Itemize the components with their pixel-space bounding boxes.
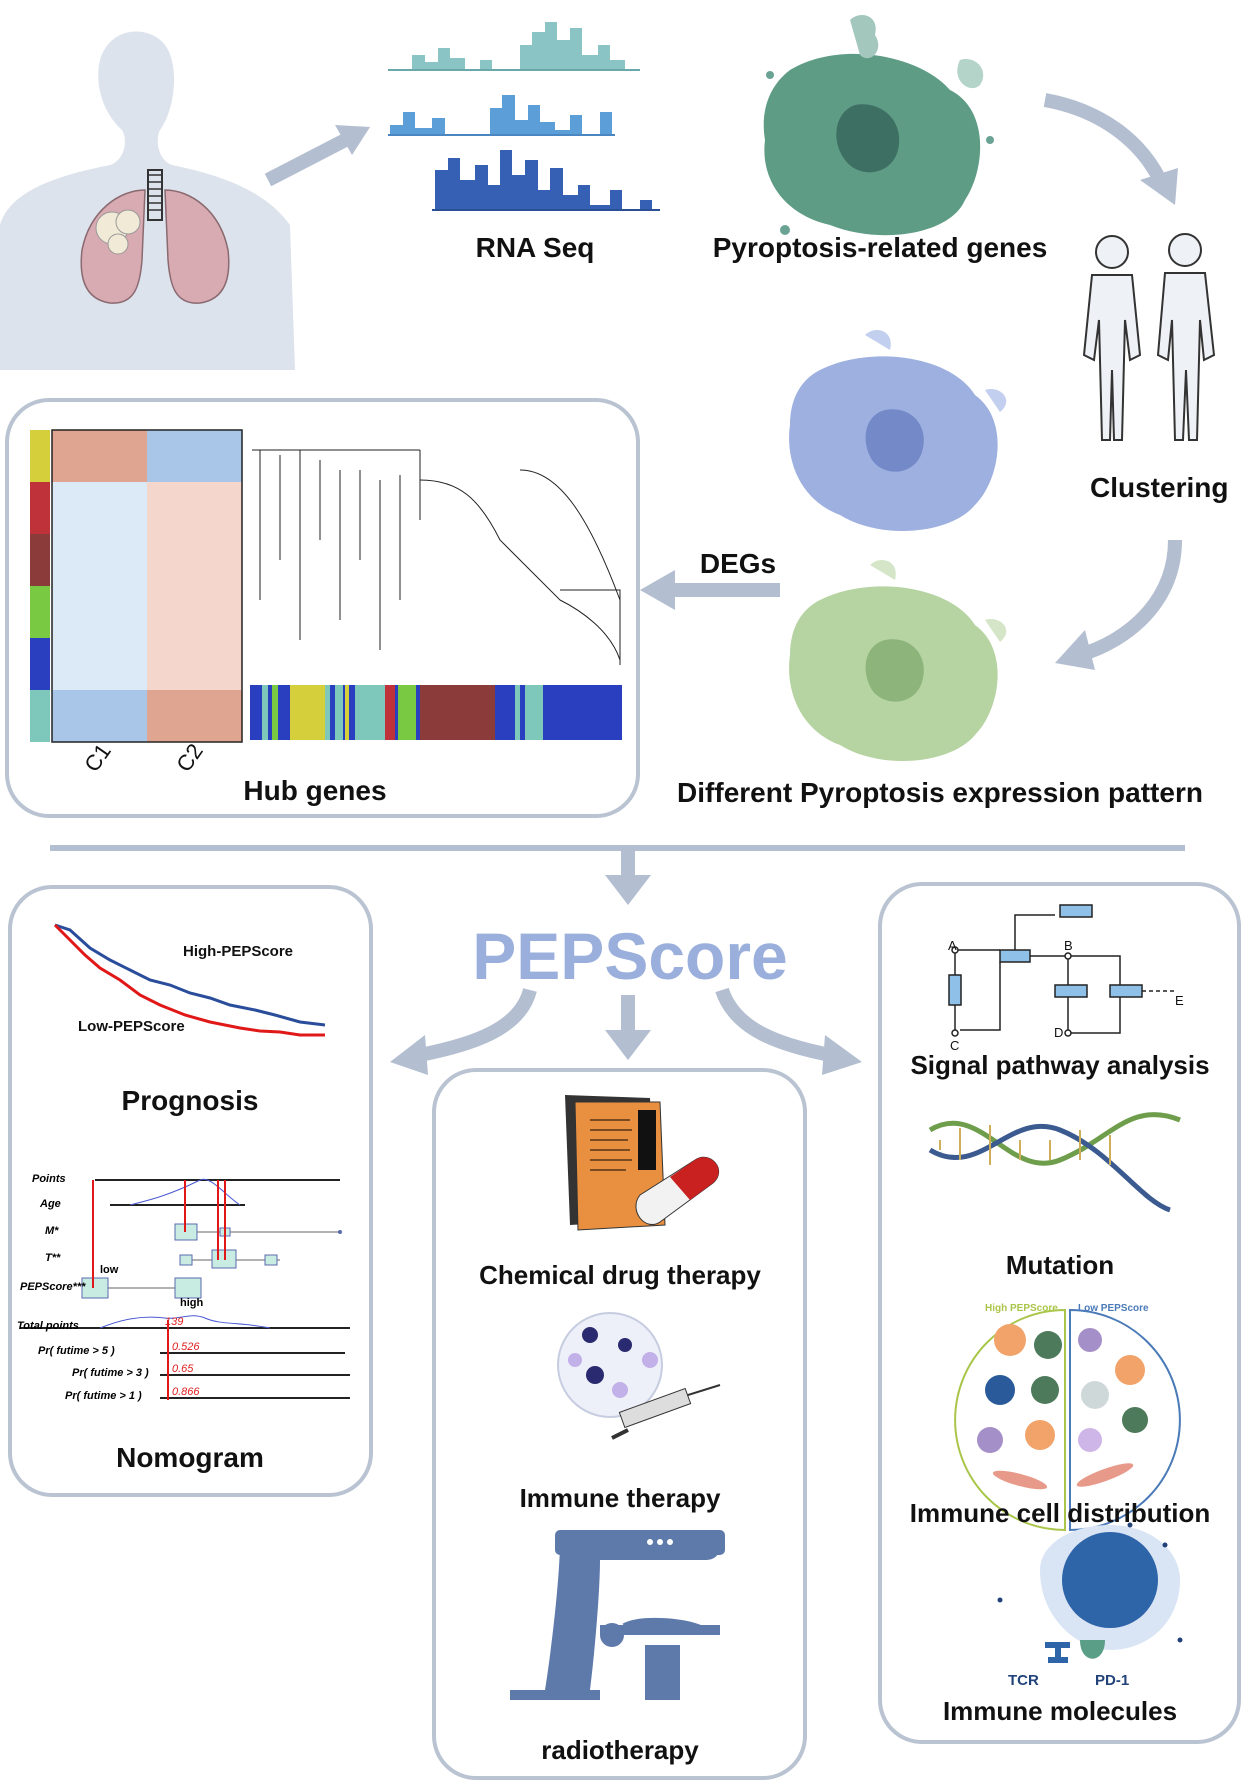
immune-molecule-icon: [997, 1522, 1183, 1663]
nomogram: [20, 1178, 350, 1400]
node-e: E: [1175, 993, 1184, 1008]
therapy-panel: [432, 1068, 807, 1780]
nomogram-row-p3: Pr( futime > 3 ): [72, 1367, 149, 1379]
clustering-label: Clustering: [1090, 472, 1229, 503]
pyroptotic-cell-lightgreen: [789, 560, 1007, 762]
hub-genes-label: Hub genes: [243, 775, 387, 806]
analysis-panel: [878, 882, 1241, 1744]
dna-helix-icon: [928, 1112, 1181, 1213]
nomogram-row-total: Total points: [17, 1320, 79, 1332]
node-b: B: [1064, 938, 1073, 953]
nomogram-p3-value: 0.65: [172, 1363, 194, 1375]
mutation-label: Mutation: [1005, 1250, 1115, 1280]
high-pepscore-tag: High PEPScore: [985, 1303, 1058, 1314]
immune-molecules-label: Immune molecules: [942, 1696, 1178, 1726]
patient-silhouette: [0, 31, 295, 371]
module-color-bar: [250, 685, 622, 740]
nomogram-low-tag: low: [100, 1264, 119, 1276]
tcr-label: TCR: [1008, 1672, 1039, 1689]
degs-label: DEGs: [699, 548, 777, 579]
chemical-drug-label: Chemical drug therapy: [479, 1260, 761, 1290]
nomogram-high-tag: high: [180, 1297, 204, 1309]
hub-genes-panel: [5, 398, 640, 818]
nomogram-row-points: Points: [32, 1173, 66, 1185]
pepscore-title: PEPScore: [472, 919, 788, 993]
immune-therapy-label: Immune therapy: [519, 1483, 721, 1513]
nomogram-row-p5: Pr( futime > 5 ): [38, 1345, 115, 1357]
pyroptotic-cell-blue: [789, 330, 1007, 532]
radiotherapy-machine-icon: [510, 1530, 725, 1700]
pyroptotic-cell-green: [763, 15, 994, 236]
people-icon: [1082, 233, 1216, 441]
nomogram-row-age: Age: [40, 1198, 61, 1210]
low-pepscore-label: Low-PEPScore: [78, 1018, 185, 1035]
prognosis-panel: [8, 885, 373, 1497]
nomogram-row-p1: Pr( futime > 1 ): [65, 1390, 142, 1402]
pattern-label: Different Pyroptosis expression pattern: [677, 777, 1203, 808]
nomogram-p5-value: 0.526: [172, 1341, 200, 1353]
rna-seq-label: RNA Seq: [475, 232, 595, 263]
radiotherapy-label: radiotherapy: [541, 1735, 699, 1765]
prognosis-label: Prognosis: [121, 1085, 259, 1116]
nomogram-row-pepscore: PEPScore***: [20, 1281, 86, 1293]
node-c: C: [950, 1038, 960, 1053]
immune-cell-distribution-icon: [954, 1308, 1181, 1532]
node-d: D: [1054, 1025, 1064, 1040]
drug-package-icon: [565, 1095, 720, 1231]
node-a: A: [948, 938, 957, 953]
rna-seq-histograms: [388, 22, 660, 211]
immune-cell-dist-label: Immune cell distribution: [909, 1498, 1211, 1528]
pyroptosis-genes-label: Pyroptosis-related genes: [712, 232, 1048, 263]
hub-genes-heatmap: [30, 429, 243, 743]
immune-cells-syringe-icon: [557, 1312, 721, 1440]
signal-pathway-label: Signal pathway analysis: [910, 1050, 1210, 1080]
nomogram-row-m: M*: [45, 1225, 59, 1237]
nomogram-label: Nomogram: [116, 1442, 264, 1473]
pd1-label: PD-1: [1095, 1672, 1130, 1689]
nomogram-total-value: 139: [165, 1316, 184, 1328]
nomogram-row-t: T**: [45, 1252, 61, 1264]
km-curves: [53, 923, 326, 1037]
nomogram-p1-value: 0.866: [172, 1386, 200, 1398]
low-pepscore-tag: Low PEPScore: [1078, 1303, 1149, 1314]
signal-pathway-diagram: [948, 904, 1175, 1037]
high-pepscore-label: High-PEPScore: [183, 943, 294, 960]
dendrogram: [252, 449, 621, 665]
lungs-icon: [80, 169, 230, 304]
